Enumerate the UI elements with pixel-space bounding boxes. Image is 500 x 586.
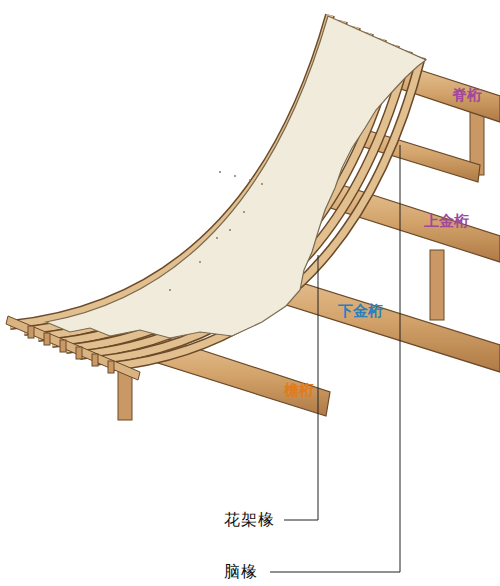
purlin-label: 下金桁 xyxy=(338,304,383,319)
purlin-label: 檐桁 xyxy=(284,383,314,398)
rafter-label: 花架椽 xyxy=(224,512,275,528)
nail-marks xyxy=(169,171,263,291)
sheathing-board xyxy=(46,16,426,338)
purlin-label: 脊桁 xyxy=(452,88,482,103)
purlin-label: 上金桁 xyxy=(424,214,469,229)
rafter-label: 脑椽 xyxy=(224,564,258,580)
leader-lines xyxy=(270,145,400,572)
